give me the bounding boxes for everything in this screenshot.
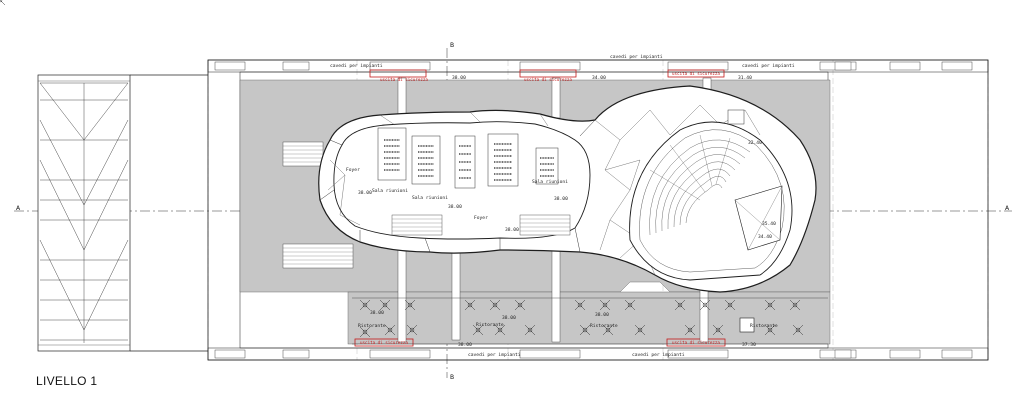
room-label-ristorante-2: Ristorante — [476, 322, 504, 328]
elevation-top-1: 38.00 — [452, 75, 466, 81]
elevation-sala-1: 38.00 — [448, 204, 462, 210]
restaurant-tables — [0, 0, 804, 338]
label-exit-top-2: uscita di sicurezza — [524, 77, 572, 82]
elevation-foyer-left: 38.00 — [358, 190, 372, 196]
elevation-labels: 38.00 34.00 31.40 38.00 38.00 38.00 38.0… — [358, 75, 776, 348]
building-envelope — [207, 59, 989, 361]
central-escalators — [391, 214, 571, 236]
section-b-top: B — [450, 42, 454, 49]
room-label-ristorante-3: Ristorante — [590, 323, 618, 329]
label-cavedi-top-far: cavedi per impianti — [742, 63, 795, 69]
restaurant-zone — [352, 297, 828, 345]
elevation-auditorium-upper: 32.40 — [748, 140, 762, 146]
room-label-sala-3: Sala riunioni — [532, 179, 568, 185]
service-labels: cavedi per impianti cavedi per impianti … — [330, 54, 795, 358]
label-exit-bottom-1: uscita di sicurezza — [360, 340, 408, 345]
section-marker-labels: A A B B — [16, 42, 1010, 381]
section-a-left: A — [16, 205, 21, 212]
label-exit-bottom-2: uscita di sicurezza — [672, 340, 720, 345]
entrance-ramp — [37, 74, 208, 352]
room-label-foyer-left: Foyer — [346, 167, 360, 173]
auditorium — [629, 109, 793, 281]
emergency-exit-marks — [354, 69, 726, 347]
right-facade-furniture — [834, 61, 852, 359]
section-a-right: A — [1005, 205, 1010, 212]
section-b-bottom: B — [450, 374, 454, 381]
meeting-rooms — [377, 127, 559, 189]
elevation-top-3: 31.40 — [738, 75, 752, 81]
label-cavedi-bottom-right: cavedi per impianti — [632, 352, 685, 358]
room-label-sala-1: Sala riunioni — [372, 188, 408, 194]
emergency-exit-labels: uscita di sicurezza uscita di sicurezza … — [360, 71, 720, 345]
elevation-auditorium-stage: 34.40 — [758, 234, 772, 240]
label-cavedi-top-right: cavedi per impianti — [610, 54, 663, 60]
room-label-ristorante-4: Ristorante — [750, 323, 778, 329]
elevation-rist-3: 38.00 — [595, 312, 609, 318]
elevation-bottom-2: 37.30 — [742, 342, 756, 348]
elevation-rist-1: 38.00 — [370, 310, 384, 316]
level-title: LIVELLO 1 — [36, 374, 97, 388]
elevation-bottom-1: 38.00 — [458, 342, 472, 348]
room-labels: Foyer Foyer Sala riunioni Sala riunioni … — [346, 167, 778, 329]
label-cavedi-bottom-left: cavedi per impianti — [468, 352, 521, 358]
elevation-auditorium-mid: 35.40 — [762, 221, 776, 227]
label-exit-top-3: uscita di sicurezza — [672, 71, 720, 76]
elevation-top-2: 34.00 — [592, 75, 606, 81]
room-label-ristorante-1: Ristorante — [358, 323, 386, 329]
room-label-foyer-center: Foyer — [474, 215, 488, 221]
elevation-foyer-center: 38.00 — [505, 227, 519, 233]
room-label-sala-2: Sala riunioni — [412, 195, 448, 201]
label-cavedi-top-left: cavedi per impianti — [330, 63, 383, 69]
label-exit-top-1: uscita di sicurezza — [380, 77, 428, 82]
elevation-rist-2: 38.00 — [502, 315, 516, 321]
elevation-sala-2: 38.00 — [554, 196, 568, 202]
